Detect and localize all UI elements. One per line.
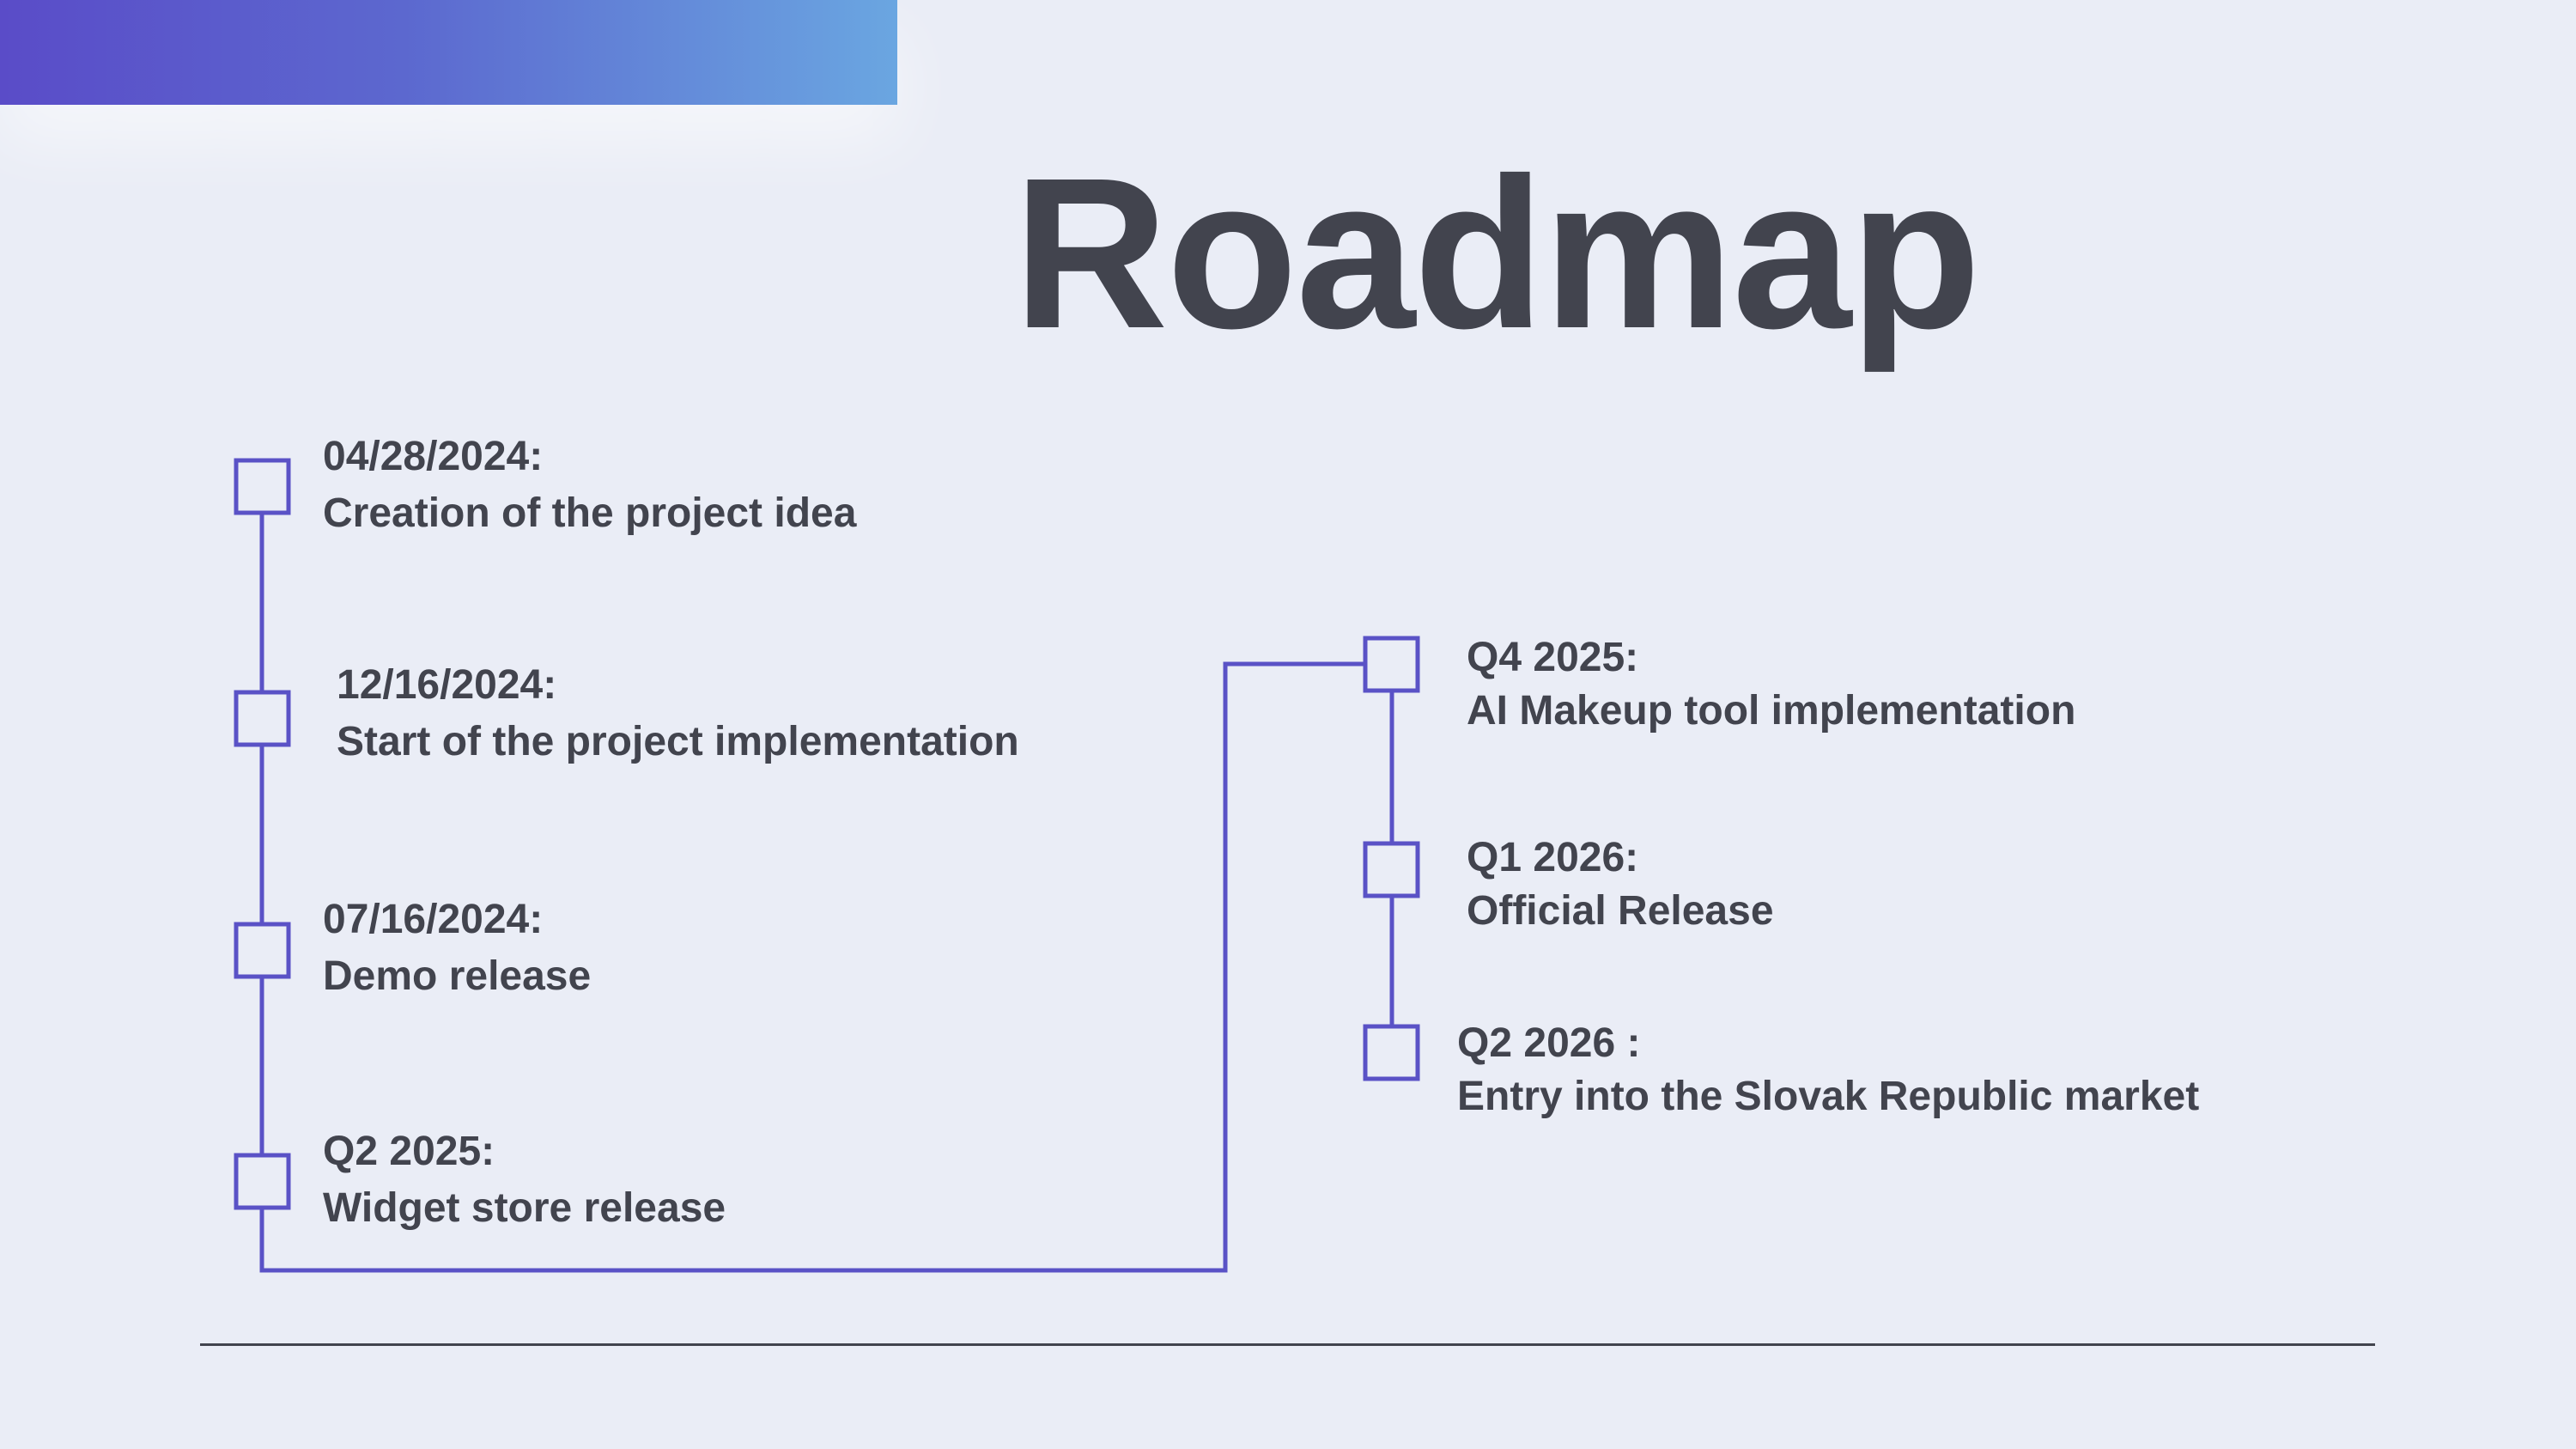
milestone-marker	[1363, 841, 1420, 898]
milestone-marker	[1363, 1024, 1420, 1081]
footer-divider	[200, 1343, 2375, 1346]
milestone-description: Creation of the project idea	[323, 490, 857, 536]
milestone-marker	[234, 922, 291, 979]
milestone-date: Q2 2025:	[323, 1129, 495, 1174]
milestone-marker	[1363, 636, 1420, 693]
milestone-2: 12/16/2024: Start of the project impleme…	[337, 665, 1019, 763]
milestone-7: Q2 2026 : Entry into the Slovak Republic…	[1457, 1023, 2199, 1117]
milestone-3: 07/16/2024: Demo release	[323, 899, 591, 997]
milestone-4: Q2 2025: Widget store release	[323, 1131, 726, 1229]
milestone-description: AI Makeup tool implementation	[1467, 688, 2076, 734]
timeline-connector-line	[259, 513, 1365, 1273]
milestone-description: Start of the project implementation	[337, 719, 1019, 764]
milestone-date: Q4 2025:	[1467, 635, 1639, 680]
milestone-description: Widget store release	[323, 1185, 726, 1231]
milestone-marker	[234, 458, 291, 515]
milestone-date: Q1 2026:	[1467, 835, 1639, 880]
header-gradient-bar	[0, 0, 897, 105]
milestone-5: Q4 2025: AI Makeup tool implementation	[1467, 637, 2075, 732]
milestone-date: 07/16/2024:	[323, 897, 544, 942]
milestone-6: Q1 2026: Official Release	[1467, 837, 1774, 932]
milestone-description: Official Release	[1467, 888, 1774, 934]
milestone-date: 12/16/2024:	[337, 662, 557, 708]
milestone-description: Entry into the Slovak Republic market	[1457, 1074, 2200, 1119]
milestone-description: Demo release	[323, 953, 592, 999]
page-title: Roadmap	[1013, 133, 1981, 373]
milestone-marker	[234, 690, 291, 747]
milestone-date: 04/28/2024:	[323, 434, 544, 479]
milestone-1: 04/28/2024: Creation of the project idea	[323, 436, 856, 534]
milestone-marker	[234, 1153, 291, 1210]
milestone-date: Q2 2026 :	[1457, 1020, 1641, 1066]
